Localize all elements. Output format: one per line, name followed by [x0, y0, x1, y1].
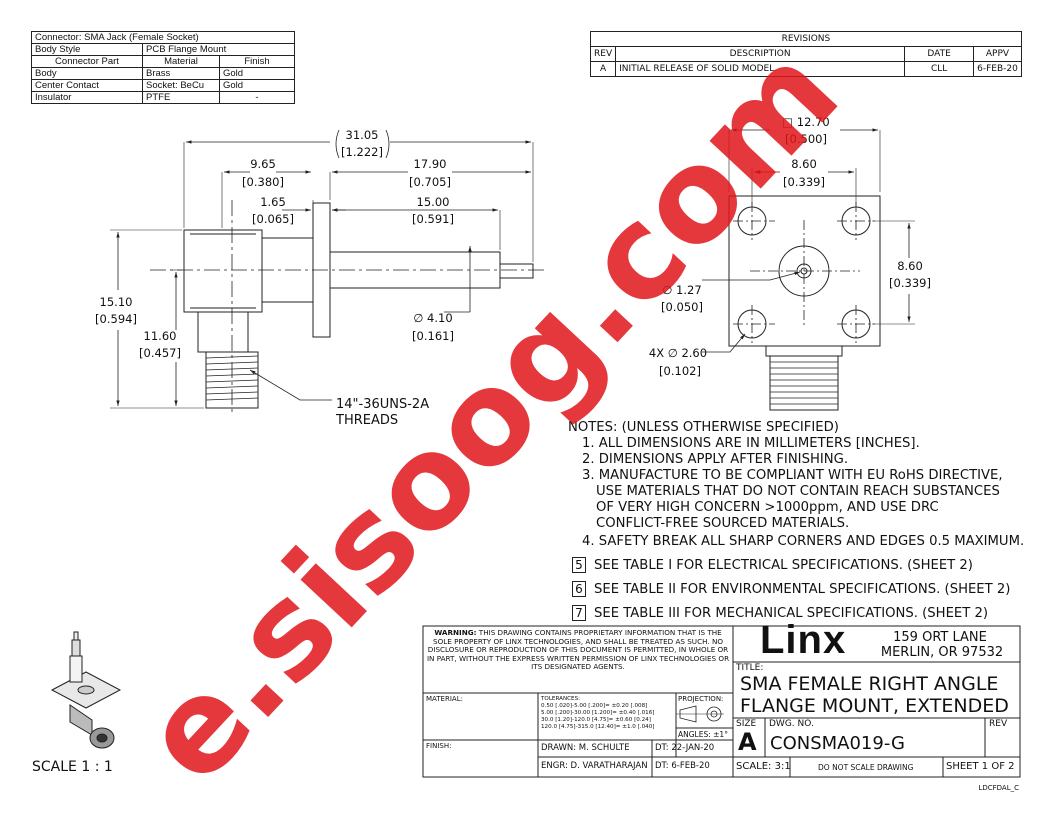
- note-6: 6 SEE TABLE II FOR ENVIRONMENTAL SPECIFIC…: [572, 581, 1010, 598]
- notes-header: NOTES: (UNLESS OTHERWISE SPECIFIED): [568, 420, 839, 435]
- dim-h2-in: [0.457]: [139, 346, 181, 360]
- rev-cell: INITIAL RELEASE OF SOLID MODEL.: [615, 61, 906, 77]
- finish-label: FINISH:: [426, 742, 452, 750]
- material-label: MATERIAL:: [426, 695, 463, 703]
- warning-body: THIS DRAWING CONTAINS PROPRIETARY INFORM…: [426, 628, 730, 672]
- isometric-preview: [50, 631, 122, 749]
- rev-header: DATE: [904, 46, 975, 62]
- sheet-number: SHEET 1 OF 2: [946, 761, 1015, 772]
- dim-pin: ∅ 1.27: [662, 283, 701, 297]
- projection-label: PROJECTION:: [678, 695, 724, 703]
- warning-text: WARNING: THIS DRAWING CONTAINS PROPRIETA…: [426, 628, 730, 672]
- note-5-flag: 5: [572, 557, 586, 573]
- dim-square: □ 12.70: [782, 115, 829, 129]
- drawing-title-1: SMA FEMALE RIGHT ANGLE: [740, 673, 999, 695]
- dwg-label: DWG. NO.: [769, 719, 814, 729]
- engineer: ENGR: D. VARATHARAJAN: [541, 761, 648, 771]
- dwg-number: CONSMA019-G: [770, 733, 905, 754]
- tolerance-line: 30.0 [1.20]-120.0 [4.75]= ±0.60 [0.24]: [541, 717, 651, 723]
- dim-d4-in: [0.591]: [412, 212, 454, 226]
- scale-value: SCALE: 3:1: [736, 761, 791, 772]
- note-3-line3: OF VERY HIGH CONCERN >1000ppm, AND USE D…: [596, 500, 939, 515]
- dim-holes-in: [0.102]: [659, 364, 701, 378]
- drawing-title-2: FLANGE MOUNT, EXTENDED: [740, 695, 1009, 717]
- spec-cell: -: [219, 91, 295, 104]
- tolerances-block: TOLERANCES: 0.50 [.020]-5.00 [.200]= ±0.…: [541, 696, 654, 731]
- side-view: [110, 129, 545, 412]
- note-6-flag: 6: [572, 581, 586, 597]
- tolerance-line: 5.00 [.200]-30.00 [1.200]= ±0.40 [.016]: [541, 710, 655, 716]
- note-1: 1. ALL DIMENSIONS ARE IN MILLIMETERS [IN…: [582, 436, 920, 451]
- address-line-1: 159 ORT LANE: [893, 630, 987, 645]
- dim-width: 8.60: [791, 157, 817, 171]
- title-block-frame: [422, 625, 1021, 778]
- rev-cell: 6-FEB-20: [973, 61, 1022, 77]
- dim-d3-in: [0.065]: [252, 212, 294, 226]
- drawn-date: DT: 22-JAN-20: [655, 743, 715, 753]
- dim-h2: 11.60: [144, 329, 177, 343]
- note-5-text: SEE TABLE I FOR ELECTRICAL SPECIFICATION…: [594, 558, 973, 573]
- rev-cell: A: [589, 61, 617, 77]
- size-value: A: [738, 728, 757, 756]
- rev-label: REV: [989, 719, 1008, 729]
- dim-holes: 4X ∅ 2.60: [649, 346, 707, 360]
- note-3: 3. MANUFACTURE TO BE COMPLIANT WITH EU R…: [582, 468, 1003, 483]
- note-3-line4: CONFLICT-FREE SOURCED MATERIALS.: [596, 516, 850, 531]
- scale-label: SCALE 1 : 1: [32, 759, 113, 775]
- engineer-date: DT: 6-FEB-20: [655, 761, 710, 771]
- tolerances-label: TOLERANCES:: [541, 696, 581, 702]
- note-6-text: SEE TABLE II FOR ENVIRONMENTAL SPECIFICA…: [594, 582, 1011, 597]
- note-7: 7 SEE TABLE III FOR MECHANICAL SPECIFICAT…: [572, 605, 988, 622]
- dim-dia: ∅ 4.10: [413, 311, 452, 325]
- dim-overall: 31.05: [346, 128, 379, 142]
- dim-height-in: [0.339]: [889, 276, 931, 290]
- note-2: 2. DIMENSIONS APPLY AFTER FINISHING.: [582, 452, 849, 467]
- angles-label: ANGLES: ±1°: [678, 730, 728, 739]
- warning-label: WARNING:: [434, 628, 477, 637]
- dim-h1: 15.10: [100, 295, 133, 309]
- dim-d4: 15.00: [417, 195, 450, 209]
- thread-callout-2: THREADS: [335, 413, 398, 428]
- dim-h1-in: [0.594]: [95, 312, 137, 326]
- note-7-flag: 7: [572, 605, 586, 621]
- dim-width-in: [0.339]: [783, 175, 825, 189]
- projection-symbol-icon: [676, 705, 724, 723]
- note-7-text: SEE TABLE III FOR MECHANICAL SPECIFICATI…: [594, 606, 989, 621]
- thread-callout: 14"-36UNS-2A: [336, 397, 429, 412]
- spec-cell: PTFE: [142, 91, 220, 104]
- footer-code: LDCFDAL_C: [978, 784, 1019, 792]
- tolerance-line: 0.50 [.020]-5.00 [.200]= ±0.20 [.008]: [541, 703, 648, 709]
- dim-d1-in: [0.380]: [242, 175, 284, 189]
- dim-pin-in: [0.050]: [661, 300, 703, 314]
- connector-spec-table: Connector: SMA Jack (Female Socket) Body…: [31, 31, 295, 104]
- note-3-line2: USE MATERIALS THAT DO NOT CONTAIN REACH …: [596, 484, 1000, 499]
- size-label: SIZE: [736, 719, 757, 729]
- tolerance-line: 120.0 [4.75]-315.0 [12.40]= ±1.0 [.040]: [541, 724, 655, 730]
- dim-d1: 9.65: [250, 157, 276, 171]
- drawn-by: DRAWN: M. SCHULTE: [541, 743, 630, 753]
- title-label: TITLE:: [736, 663, 764, 673]
- dim-d3: 1.65: [260, 195, 286, 209]
- front-view: [702, 128, 915, 411]
- note-4: 4. SAFETY BREAK ALL SHARP CORNERS AND ED…: [582, 534, 1025, 549]
- dim-overall-in: [1.222]: [341, 145, 383, 159]
- address-line-2: MERLIN, OR 97532: [880, 645, 1004, 660]
- note-5: 5 SEE TABLE I FOR ELECTRICAL SPECIFICATIO…: [572, 557, 973, 574]
- rev-cell: CLL: [904, 61, 975, 77]
- dim-height: 8.60: [897, 259, 923, 273]
- do-not-scale: DO NOT SCALE DRAWING: [818, 763, 914, 772]
- linx-logo: Linx: [760, 618, 847, 662]
- dim-square-in: [0.500]: [785, 132, 827, 146]
- dim-d2: 17.90: [414, 157, 447, 171]
- spec-cell: Insulator: [31, 91, 143, 104]
- dim-d2-in: [0.705]: [409, 175, 451, 189]
- dim-dia-in: [0.161]: [412, 329, 454, 343]
- revisions-table: REVISIONS REV DESCRIPTION DATE APPV A IN…: [589, 31, 1022, 77]
